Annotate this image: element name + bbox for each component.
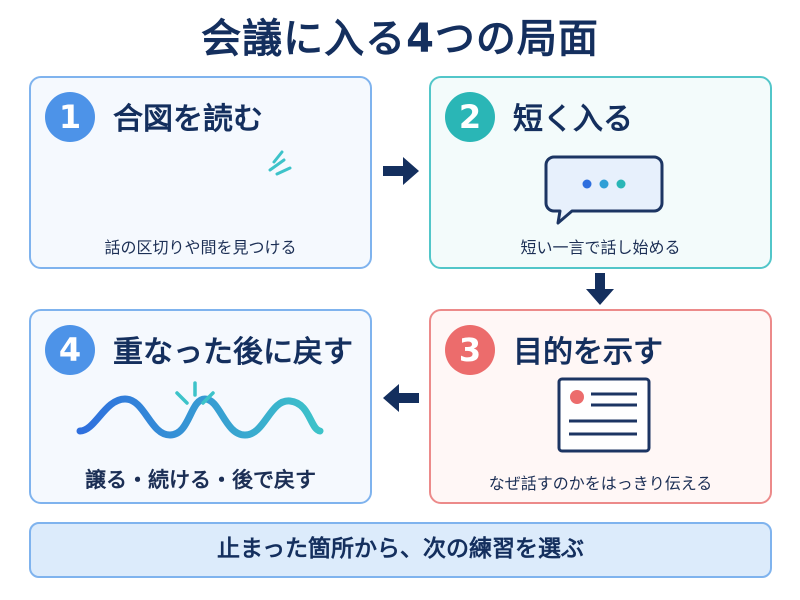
step-title: 合図を読む: [113, 102, 263, 137]
step-number-badge: 2: [445, 92, 495, 142]
step-description: 話の区切りや間を見つける: [104, 238, 297, 257]
arrow-down-icon: [586, 273, 614, 305]
step-description: なぜ話すのかをはっきり伝える: [488, 474, 713, 493]
document-icon: [557, 377, 651, 453]
arrow-left-icon: [383, 384, 419, 412]
footer-banner: 止まった箇所から、次の練習を選ぶ: [29, 522, 772, 578]
step-card-1: 1 合図を読む 話の区切りや間を見つける: [29, 76, 372, 269]
sound-wave-icon: [123, 150, 292, 225]
step-card-2: 2 短く入る 短い一言で話し始める: [429, 76, 772, 269]
arrow-right-icon: [383, 157, 419, 185]
step-number-badge: 3: [445, 325, 495, 375]
step-card-3: 3 目的を示す なぜ話すのかをはっきり伝える: [429, 309, 772, 504]
step-number-badge: 1: [45, 92, 95, 142]
step-card-4: 4 重なった後に戻す 譲る・続ける・後で戻す: [29, 309, 372, 504]
step-description: 譲る・続ける・後で戻す: [85, 468, 316, 492]
step-title: 重なった後に戻す: [113, 335, 353, 370]
wave-line-icon: [76, 381, 324, 439]
speech-bubble-icon: [544, 155, 664, 225]
step-description: 短い一言で話し始める: [520, 238, 681, 257]
page-title: 会議に入る4つの局面: [201, 16, 599, 62]
step-title: 短く入る: [513, 102, 633, 137]
step-title: 目的を示す: [513, 335, 663, 370]
step-number-badge: 4: [45, 325, 95, 375]
